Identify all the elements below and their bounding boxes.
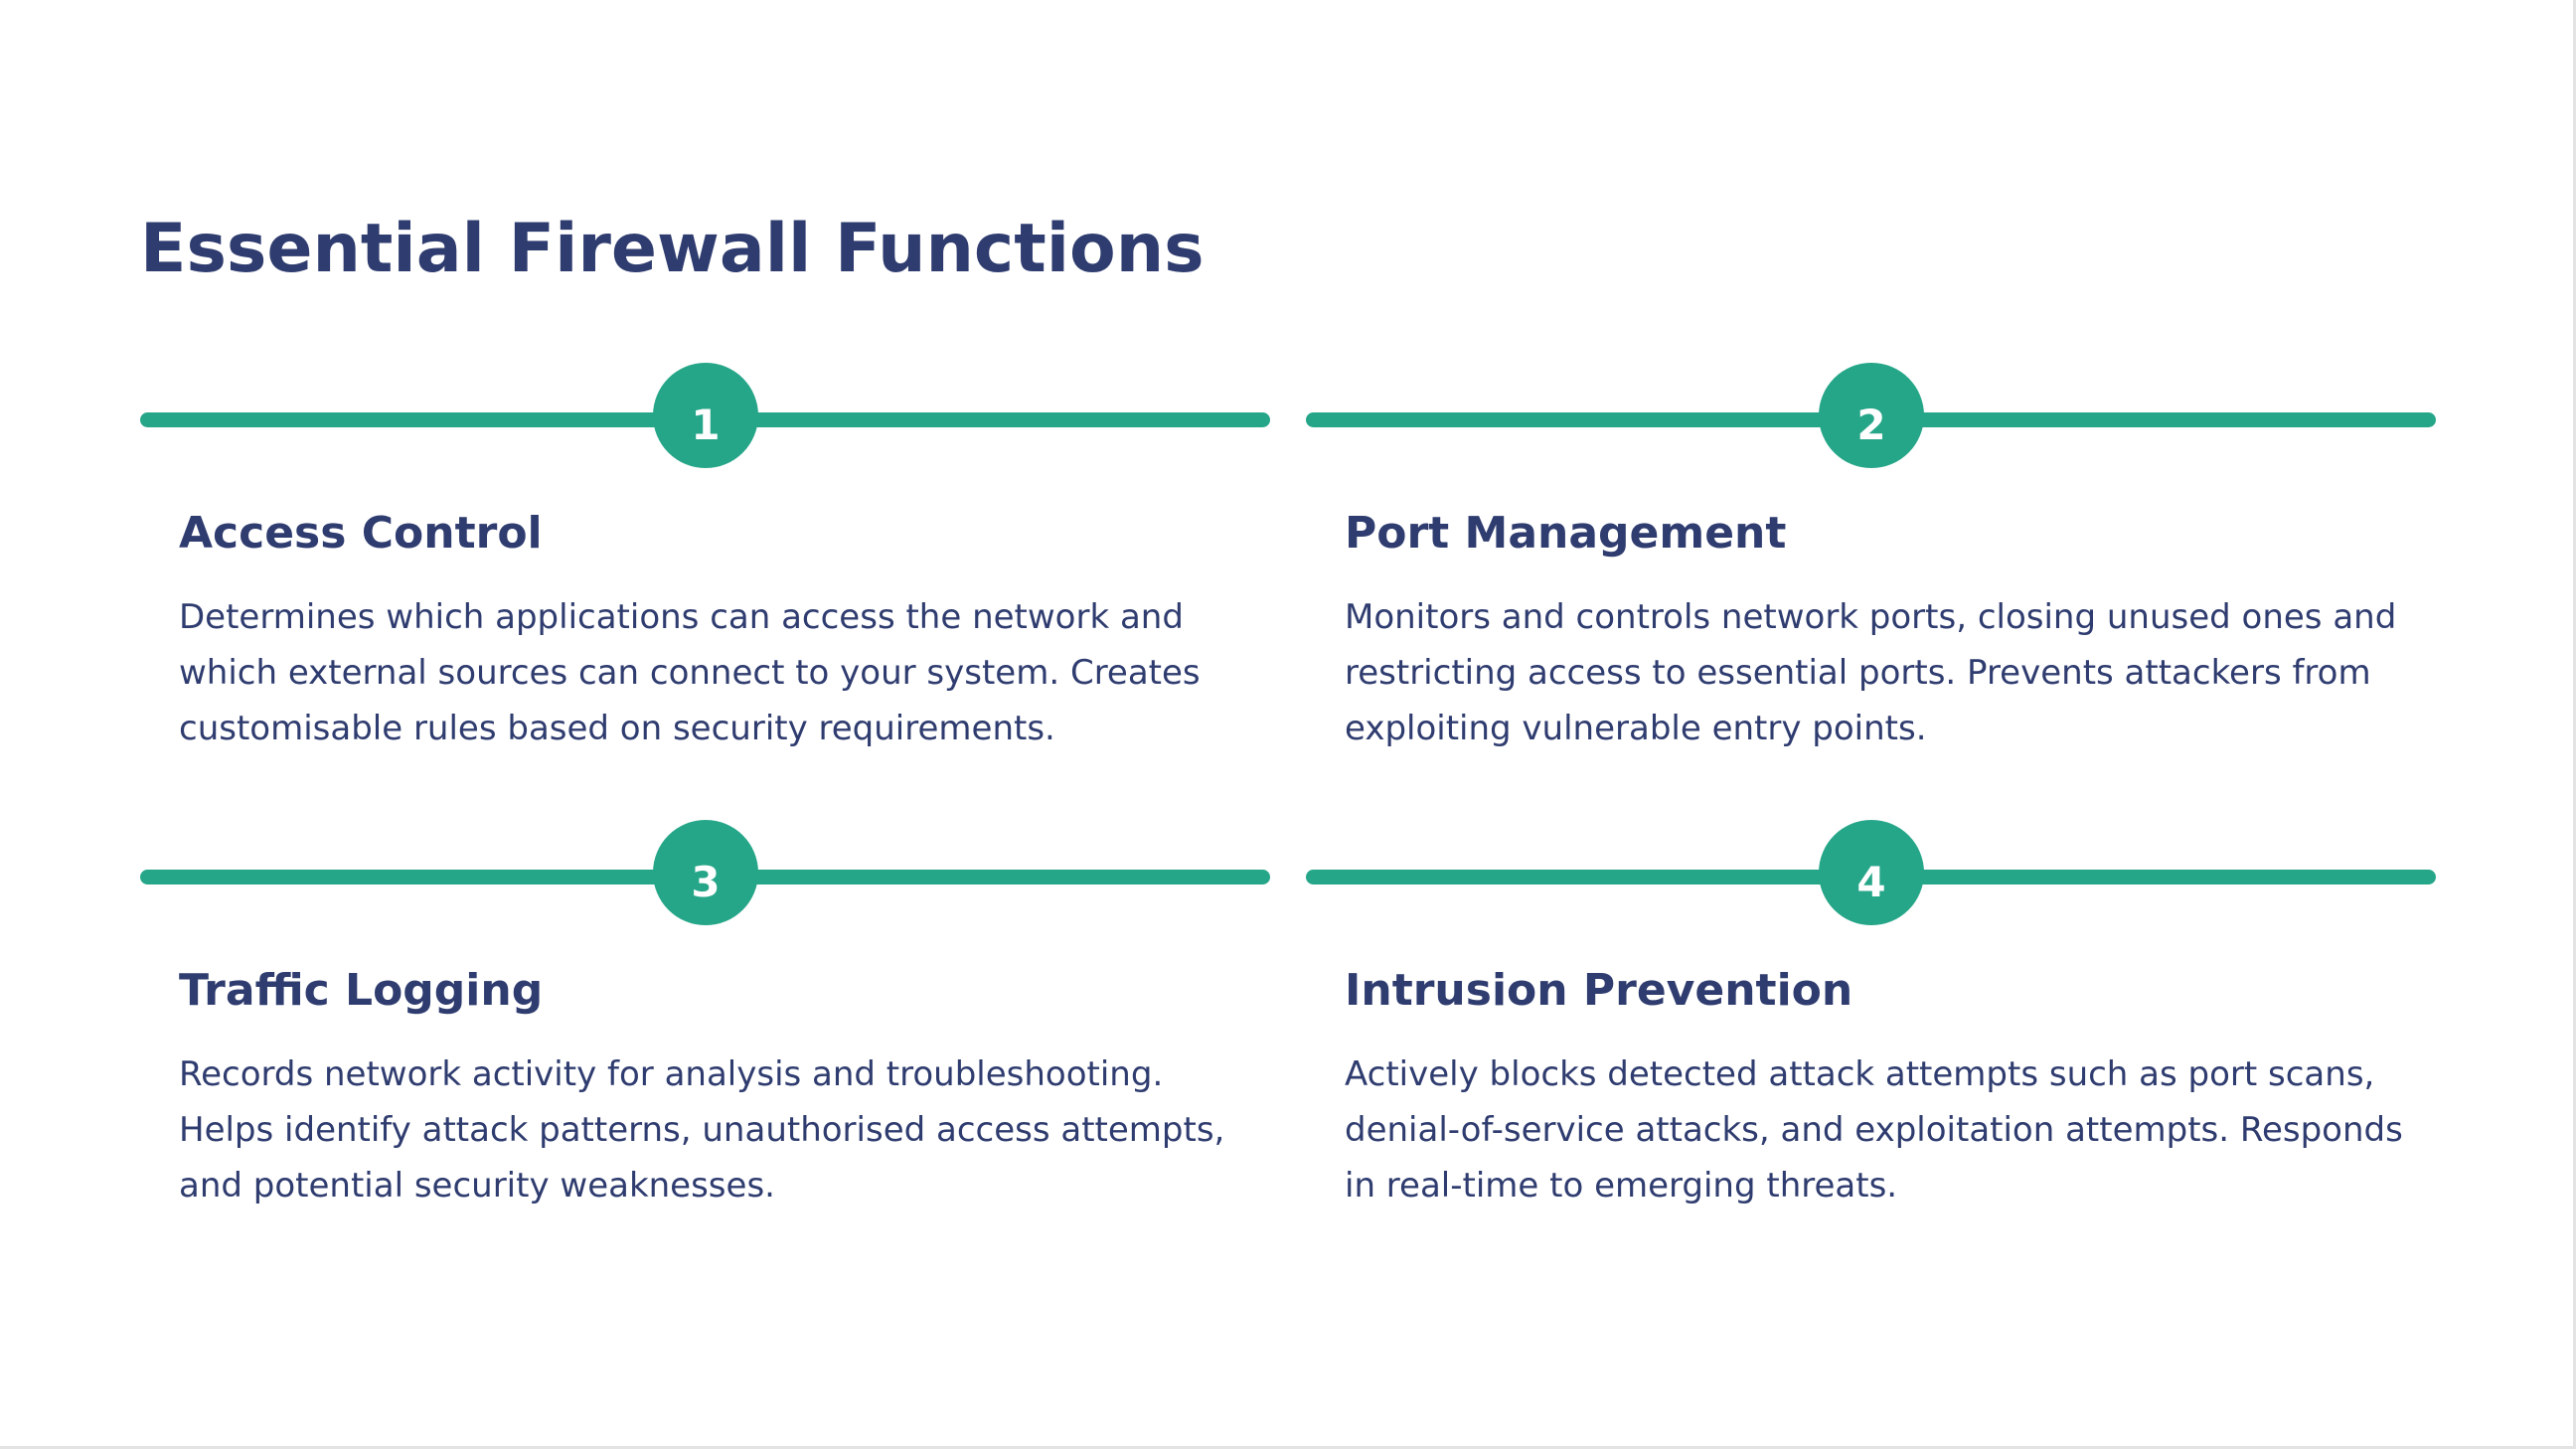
card-description: Records network activity for analysis an…: [179, 1054, 1225, 1206]
step-number: 1: [691, 401, 721, 449]
step-number-badge: 3: [653, 820, 758, 925]
function-card-intrusion-prevention: 4 Intrusion Prevention Actively blocks d…: [1306, 820, 2439, 1277]
slide-bottom-edge: [0, 1446, 2576, 1449]
slide-right-edge: [2573, 0, 2576, 1449]
card-heading: Intrusion Prevention: [1345, 965, 1853, 1016]
function-card-access-control: 1 Access Control Determines which applic…: [140, 363, 1273, 820]
step-number-badge: 1: [653, 363, 758, 468]
card-description: Actively blocks detected attack attempts…: [1345, 1054, 2403, 1206]
function-card-port-management: 2 Port Management Monitors and controls …: [1306, 363, 2439, 820]
card-description: Monitors and controls network ports, clo…: [1345, 597, 2397, 748]
card-heading: Traffic Logging: [179, 965, 544, 1016]
card-heading: Access Control: [179, 508, 543, 559]
step-number: 4: [1856, 858, 1886, 906]
card-heading: Port Management: [1345, 508, 1787, 559]
step-number-badge: 2: [1819, 363, 1924, 468]
step-number: 2: [1856, 401, 1886, 449]
function-card-traffic-logging: 3 Traffic Logging Records network activi…: [140, 820, 1273, 1277]
step-number-badge: 4: [1819, 820, 1924, 925]
page-title: Essential Firewall Functions: [140, 210, 1205, 288]
card-description: Determines which applications can access…: [179, 597, 1201, 748]
step-number: 3: [691, 858, 721, 906]
